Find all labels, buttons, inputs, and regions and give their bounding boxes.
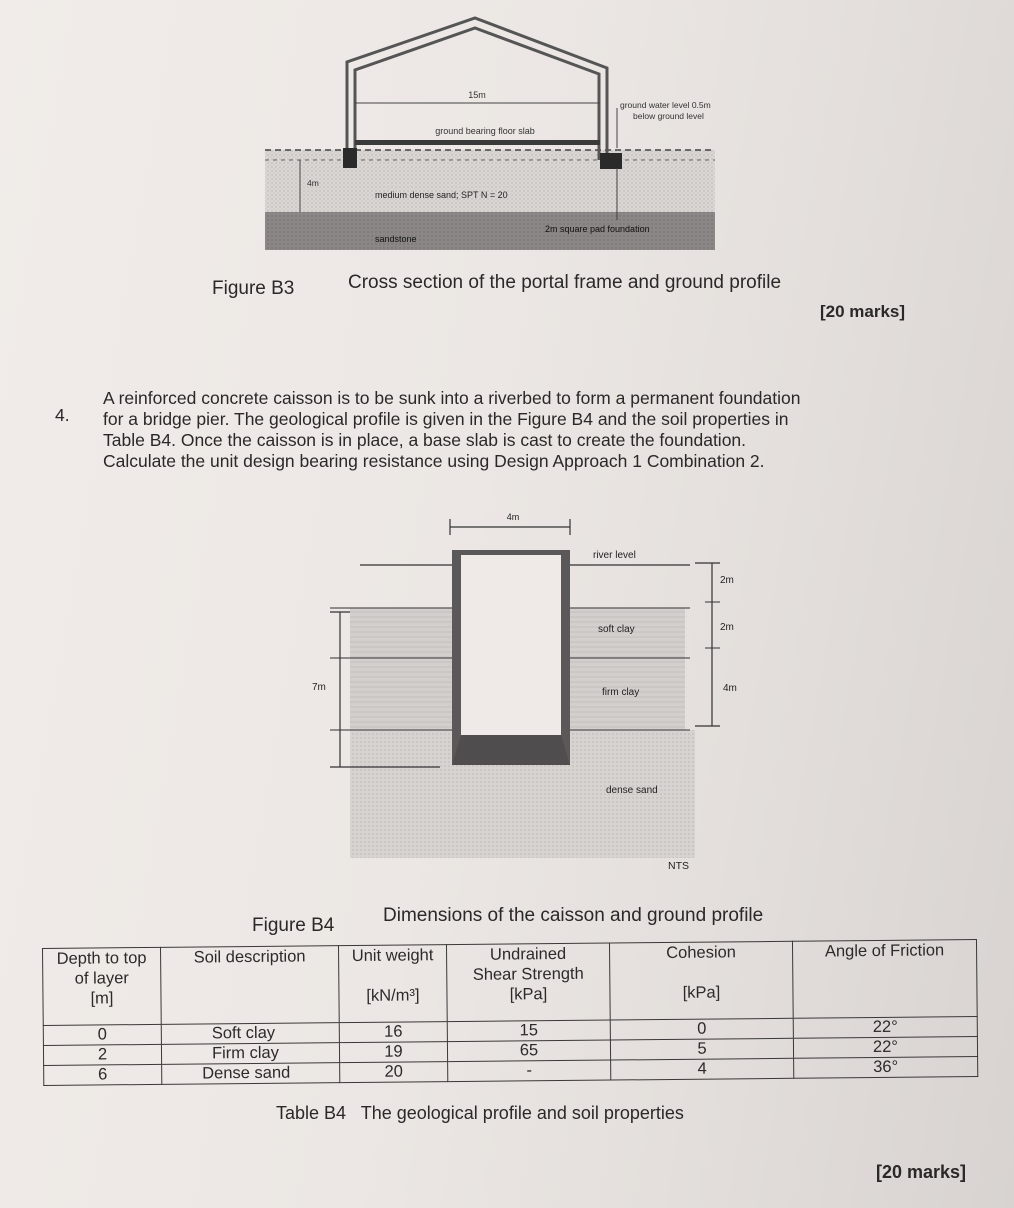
figure-b4-caption-num: Figure B4: [252, 915, 335, 936]
figure-b3-marks: [20 marks]: [820, 302, 906, 321]
gw-label-2: below ground level: [633, 111, 704, 121]
floor-slab: [355, 140, 600, 145]
header-undrained-shear: Undrained Shear Strength [kPa]: [446, 943, 611, 1022]
header-soil-description: Soil description: [160, 945, 340, 1025]
soft-clay-label: soft clay: [598, 624, 635, 635]
dense-sand-label: dense sand: [606, 785, 658, 796]
dim-4m: 4m: [723, 683, 737, 694]
figure-b4-caption-text: Dimensions of the caisson and ground pro…: [383, 905, 764, 926]
figure-b3-caption-text: Cross section of the portal frame and gr…: [348, 272, 782, 293]
dim-2m-a: 2m: [720, 575, 734, 586]
cell-friction: 22°: [793, 1016, 978, 1039]
caisson: [452, 550, 570, 765]
width-label: 4m: [507, 512, 520, 522]
figure-b4-diagram: river level 4m 2m 2m 4m 7m soft clay fir…: [312, 512, 737, 872]
cell-unit-weight: 19: [339, 1041, 448, 1063]
table-b4-caption: Table B4 The geological profile and soil…: [276, 1103, 684, 1123]
question-line-1: A reinforced concrete caisson is to be s…: [103, 388, 801, 408]
portal-frame: [345, 16, 609, 160]
table-b4-marks: [20 marks]: [876, 1162, 967, 1182]
sandstone-layer: [265, 212, 715, 250]
dim-7m: 7m: [312, 682, 326, 693]
cell-depth: 6: [43, 1064, 162, 1086]
question-line-2: for a bridge pier. The geological profil…: [103, 409, 789, 429]
header-angle-of-friction: Angle of Friction: [792, 939, 978, 1019]
cell-friction: 22°: [793, 1036, 978, 1059]
cell-depth: 2: [43, 1044, 162, 1066]
table-header-row: Depth to top of layer [m] Soil descripti…: [42, 939, 978, 1026]
cell-cohesion: 5: [610, 1038, 794, 1061]
cell-undrained: -: [447, 1060, 611, 1082]
question-line-4: Calculate the unit design bearing resist…: [103, 451, 765, 471]
gw-label-1: ground water level 0.5m: [620, 100, 711, 110]
header-unit-weight: Unit weight [kN/m³]: [338, 944, 448, 1023]
header-cohesion: Cohesion [kPa]: [609, 941, 794, 1021]
cell-description: Firm clay: [161, 1042, 340, 1065]
soil-properties-table: Depth to top of layer [m] Soil descripti…: [42, 939, 978, 1086]
cell-depth: 0: [43, 1024, 162, 1046]
floor-slab-label: ground bearing floor slab: [435, 126, 535, 136]
cell-cohesion: 0: [610, 1018, 794, 1041]
cell-undrained: 15: [447, 1020, 611, 1042]
header-depth: Depth to top of layer [m]: [42, 947, 162, 1026]
cell-undrained: 65: [447, 1040, 611, 1062]
question-text: A reinforced concrete caisson is to be s…: [103, 388, 953, 472]
question-number: 4.: [55, 405, 70, 425]
sandstone-label: sandstone: [375, 234, 417, 244]
cell-description: Soft clay: [161, 1022, 340, 1045]
river-level-label: river level: [593, 550, 636, 561]
cell-description: Dense sand: [161, 1062, 340, 1085]
nts-label: NTS: [668, 860, 689, 872]
depth-label: 4m: [307, 178, 319, 188]
question-line-3: Table B4. Once the caisson is in place, …: [103, 430, 747, 450]
pad-label: 2m square pad foundation: [545, 224, 650, 234]
cell-friction: 36°: [793, 1056, 978, 1079]
figure-b3-caption-num: Figure B3: [212, 278, 295, 299]
cell-cohesion: 4: [610, 1058, 794, 1081]
span-label: 15m: [468, 90, 486, 100]
figure-b3-diagram: 15m ground bearing floor slab ground wat…: [265, 16, 715, 250]
cell-unit-weight: 16: [339, 1021, 448, 1043]
sand-label: medium dense sand; SPT N = 20: [375, 190, 508, 200]
dim-2m-b: 2m: [720, 622, 734, 633]
cell-unit-weight: 20: [339, 1061, 448, 1083]
firm-clay-label: firm clay: [602, 687, 639, 698]
